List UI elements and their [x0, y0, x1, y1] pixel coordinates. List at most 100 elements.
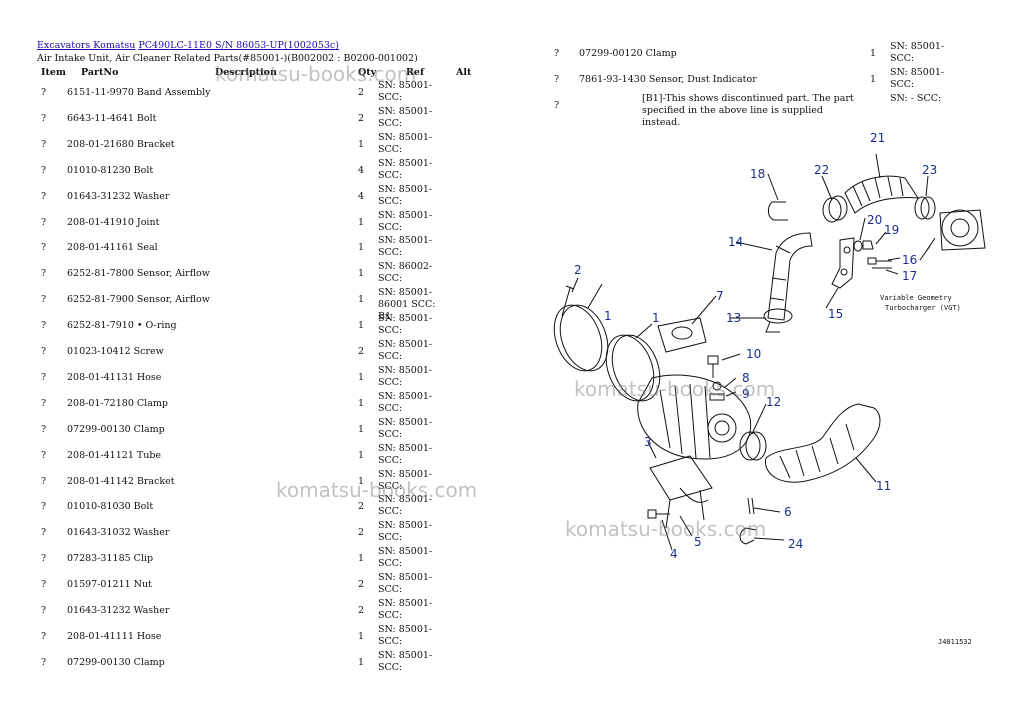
diagram-callout: 7	[716, 289, 724, 303]
row-item: ?	[41, 475, 47, 487]
diagram-callout: 4	[670, 547, 678, 561]
row-qty: 1	[870, 74, 877, 85]
watermark: komatsu-books.com	[276, 478, 478, 502]
diagram-callout: 17	[902, 269, 917, 283]
row-part: 208-01-41161 Seal	[67, 242, 158, 254]
row-qty: 1	[358, 268, 365, 280]
row-qty: 2	[358, 527, 365, 539]
row-part: 208-01-41910 Joint	[67, 216, 160, 228]
row-ref: SN: 85001- SCC:	[378, 364, 433, 388]
diagram-callout: 1	[652, 311, 660, 325]
header-partno: PartNo	[81, 67, 119, 78]
header-ref: Ref	[406, 67, 425, 78]
row-ref: SN: 85001- SCC:	[378, 183, 433, 207]
row-qty: 1	[358, 475, 365, 487]
watermark: komatsu-books.com	[565, 517, 767, 541]
row-qty: 1	[358, 242, 365, 254]
row-part: 07299-00130 Clamp	[67, 423, 165, 435]
row-ref: SN: 85001-86001 SCC: B1	[378, 287, 436, 323]
diagram-callout: 3	[644, 435, 652, 449]
row-part: 01597-01211 Nut	[67, 579, 152, 591]
diagram-callout: 21	[870, 131, 885, 145]
row-qty: 1	[358, 630, 365, 642]
diagram-callout: 14	[728, 235, 743, 249]
diagram-callout: 6	[784, 505, 792, 519]
breadcrumb: Excavators Komatsu PC490LC-11E0 S/N 8605…	[37, 40, 339, 51]
row-item: ?	[41, 553, 47, 565]
row-ref: SN: 85001- SCC:	[378, 313, 433, 337]
diagram-callout: 11	[876, 479, 891, 493]
note-text: [B1]-This shows discontinued part. The p…	[642, 93, 854, 128]
row-part: 208-01-41121 Tube	[67, 449, 162, 461]
row-qty: 4	[358, 164, 365, 176]
row-part: 01010-81030 Bolt	[67, 501, 154, 513]
row-part: 6643-11-4641 Bolt	[67, 112, 157, 124]
row-ref: SN: 85001- SCC:	[378, 80, 433, 103]
row-ref: SN: 85001- SCC:	[378, 235, 433, 259]
row-qty: 2	[358, 579, 365, 591]
table-row: ? 6252-81-7900 Sensor, Airflow 1 SN: 85001-…	[0, 287, 520, 322]
row-ref: SN: 85001- SCC:	[378, 390, 433, 414]
row-part: 07283-31185 Clip	[67, 553, 154, 565]
row-ref: SN: 85001- SCC:	[378, 339, 433, 362]
row-ref: SN: 85001- SCC:	[378, 572, 433, 596]
row-ref: SN: 85001- SCC:	[890, 67, 945, 90]
row-item: ?	[41, 242, 47, 254]
diagram-callout: 15	[828, 307, 843, 321]
diagram-callout: 10	[746, 347, 761, 361]
row-qty: 2	[358, 87, 365, 98]
row-qty: 1	[358, 216, 365, 228]
row-item: ?	[41, 501, 47, 513]
row-item: ?	[41, 294, 47, 306]
row-item: ?	[41, 320, 47, 332]
row-part: 208-01-41142 Bracket	[67, 475, 175, 487]
row-item: ?	[41, 164, 47, 176]
breadcrumb-link-excavators[interactable]: Excavators Komatsu	[37, 40, 136, 51]
row-item: ?	[41, 605, 47, 616]
row-part: 07299-00120 Clamp	[579, 48, 677, 59]
diagram-callout: 20	[867, 213, 882, 227]
row-part: 01010-81230 Bolt	[67, 164, 154, 176]
diagram-callout: 24	[788, 537, 803, 551]
row-item: ?	[554, 74, 560, 85]
diagram-callout: 12	[766, 395, 781, 409]
row-ref: SN: 85001- SCC:	[378, 494, 433, 518]
row-part: 6252-81-7900 Sensor, Airflow	[67, 294, 210, 306]
row-ref: SN: 85001- SCC:	[378, 468, 433, 492]
row-item: ?	[41, 216, 47, 228]
header-item: Item	[41, 67, 66, 78]
breadcrumb-link-model[interactable]: PC490LC-11E0 S/N 86053-UP(1002053c)	[138, 40, 339, 51]
row-qty: 1	[358, 371, 365, 383]
row-item: ?	[41, 112, 47, 124]
row-part: 01643-31232 Washer	[67, 605, 170, 616]
diagram-callout: 5	[694, 535, 702, 549]
row-ref: SN: 85001- SCC:	[378, 416, 433, 440]
row-item: ?	[41, 423, 47, 435]
row-qty: 1	[358, 449, 365, 461]
row-qty: 1	[358, 294, 365, 306]
row-ref: SN: 85001- SCC:	[378, 442, 433, 466]
row-item: ?	[41, 190, 47, 202]
diagram-callout: 18	[750, 167, 765, 181]
row-qty: 4	[358, 190, 365, 202]
row-ref: SN: 85001- SCC:	[378, 105, 433, 129]
row-qty: 2	[358, 346, 365, 357]
row-item: ?	[41, 138, 47, 150]
row-ref: SN: 86002- SCC:	[378, 261, 433, 285]
row-part: 01643-31232 Washer	[67, 190, 170, 202]
row-ref: SN: 85001- SCC:	[890, 41, 945, 64]
row-ref: SN: 85001- SCC:	[378, 131, 433, 155]
